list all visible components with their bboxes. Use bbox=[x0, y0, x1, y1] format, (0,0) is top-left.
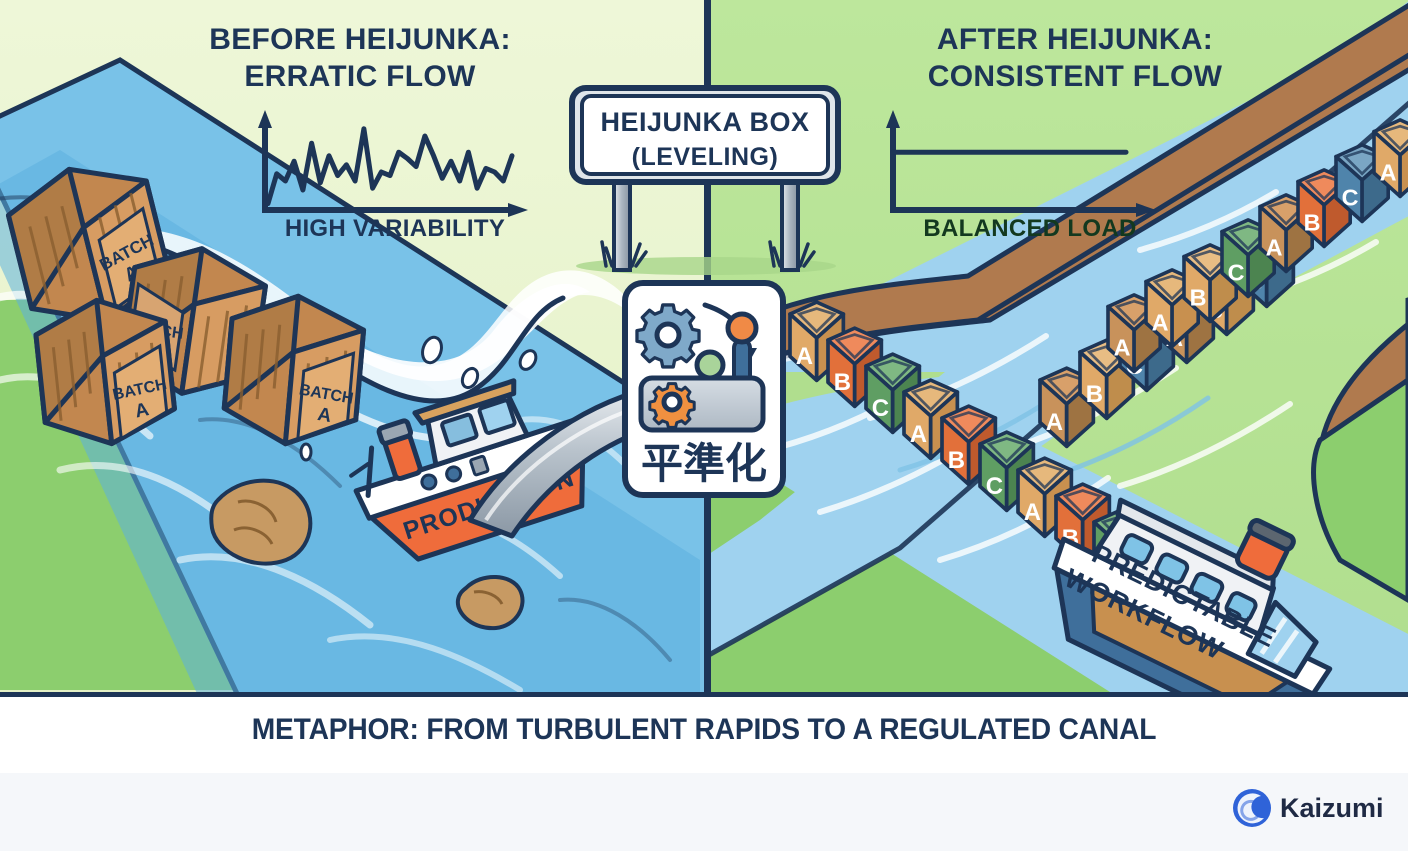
svg-text:A: A bbox=[133, 399, 151, 422]
predictable-workflow-boat bbox=[1051, 497, 1333, 733]
gear-icon-orange bbox=[648, 382, 696, 429]
rock bbox=[455, 574, 525, 631]
crate-letter: A bbox=[1046, 409, 1063, 436]
balanced-load-chart bbox=[886, 110, 1156, 217]
heijunka-sign: HEIJUNKA BOX (LEVELING) bbox=[569, 85, 841, 275]
sign-line2: (LEVELING) bbox=[632, 143, 779, 171]
canal-crate-c: C bbox=[864, 352, 922, 435]
crate-batch-a-3: BATCH A bbox=[221, 293, 367, 447]
crate-letter: B bbox=[1190, 285, 1207, 311]
sign-line1: HEIJUNKA BOX bbox=[600, 107, 809, 137]
caption-bar bbox=[0, 697, 1408, 773]
crate-batch-a-2: BATCH A bbox=[33, 297, 177, 447]
canal-crate-b: B bbox=[940, 404, 998, 487]
crate-letter: A bbox=[1152, 310, 1169, 336]
crate-letter: B bbox=[1304, 210, 1321, 236]
crate-letter: C bbox=[1342, 185, 1359, 211]
left-crates: BATCH A BATCH B bbox=[5, 166, 367, 447]
rock bbox=[209, 478, 313, 566]
crate-letter: C bbox=[872, 395, 889, 422]
crate-letter: B bbox=[948, 447, 965, 474]
crate-letter: A bbox=[1380, 160, 1397, 186]
crate-letter: C bbox=[1228, 260, 1245, 286]
svg-text:A: A bbox=[316, 404, 333, 427]
high-variability-chart bbox=[258, 110, 528, 217]
crate-letter: A bbox=[1024, 499, 1041, 526]
crate-letter: B bbox=[834, 369, 851, 396]
canal-crate-a: A bbox=[1258, 193, 1315, 274]
crate-letter: A bbox=[910, 421, 927, 448]
right-crate-layer: ABCABCABCABCABCAABCABCAB bbox=[788, 118, 1408, 591]
crate-letter: B bbox=[1086, 381, 1103, 408]
leveling-card: 平準化 bbox=[622, 280, 786, 498]
canal-crate-a: A bbox=[1372, 118, 1408, 199]
caption-top-rule bbox=[0, 692, 1408, 697]
kaizumi-swirl-icon bbox=[1233, 789, 1271, 827]
crate-letter: A bbox=[796, 343, 813, 370]
footer-bar bbox=[0, 773, 1408, 851]
crate-letter: A bbox=[1114, 335, 1131, 361]
card-kanji-text: 平準化 bbox=[641, 439, 767, 488]
gear-icon-blue bbox=[635, 303, 701, 369]
crate-letter: C bbox=[986, 473, 1003, 500]
crate-letter: A bbox=[1266, 235, 1283, 261]
canal-crate-b: B bbox=[826, 326, 884, 409]
